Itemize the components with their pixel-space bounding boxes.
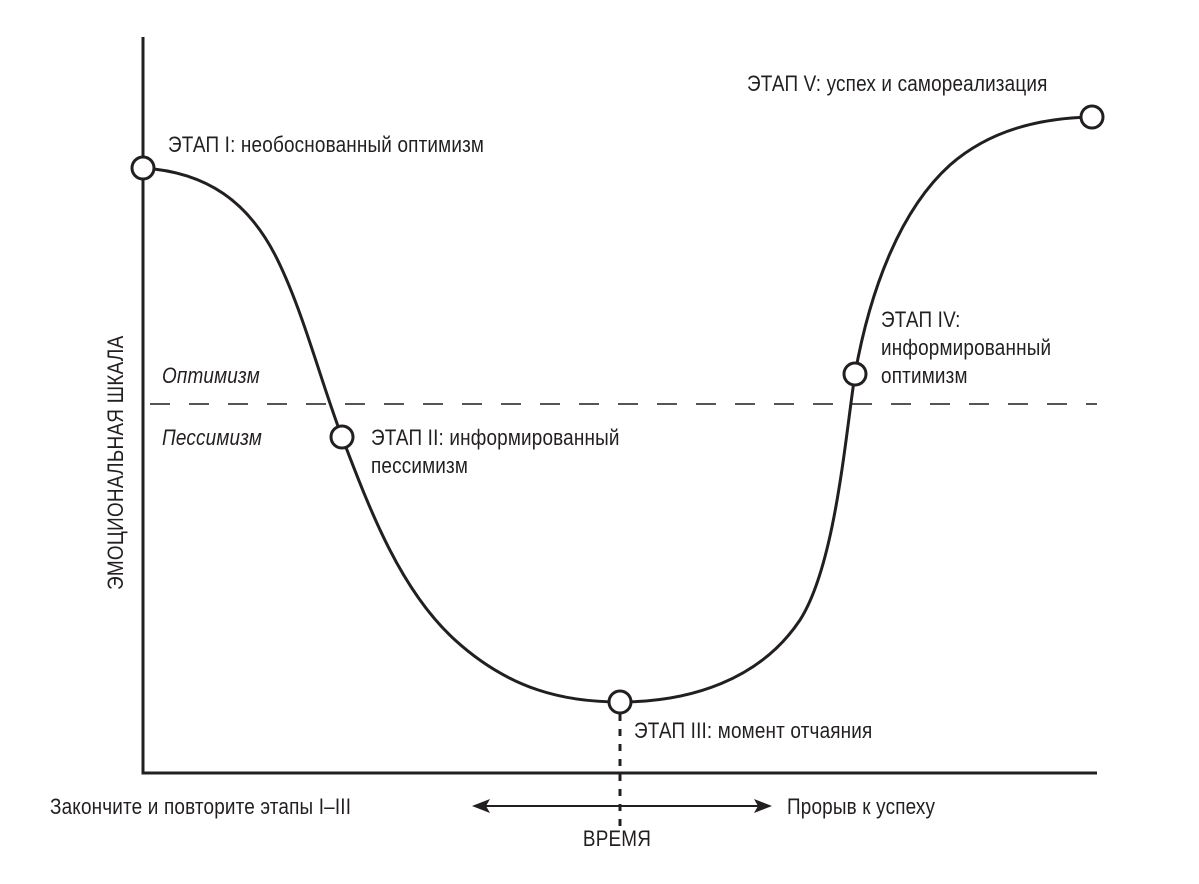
emotion-curve: [142, 115, 1093, 704]
stage-4-node: [842, 361, 868, 387]
arrow-left-icon: [472, 799, 490, 813]
stage-4-label-line2: информированный: [881, 335, 1052, 360]
stage-4-label-line3: оптимизм: [881, 363, 968, 388]
stage-5-label: ЭТАП V: успех и самореализация: [747, 71, 1048, 96]
arrow-right-icon: [754, 799, 772, 813]
stage-4-label-line1: ЭТАП IV:: [881, 307, 961, 332]
stage-2-node: [329, 424, 355, 450]
x-axis-label: ВРЕМЯ: [582, 826, 652, 851]
stage-2-label-line2: пессимизм: [371, 453, 469, 478]
optimism-zone-label: Оптимизм: [162, 363, 260, 388]
stage-1-node: [130, 155, 156, 181]
pessimism-zone-label: Пессимизм: [162, 425, 263, 450]
stage-3-node: [607, 689, 633, 715]
time-right-label: Прорыв к успеху: [787, 794, 936, 819]
stage-2-label-line1: ЭТАП II: информированный: [371, 425, 620, 450]
time-left-label: Закончите и повторите этапы I–III: [50, 794, 352, 819]
stage-1-label: ЭТАП I: необоснованный оптимизм: [168, 132, 485, 157]
stage-3-label: ЭТАП III: момент отчаяния: [634, 718, 873, 743]
stage-5-node: [1079, 104, 1105, 130]
y-axis-label: ЭМОЦИОНАЛЬНАЯ ШКАЛА: [103, 335, 128, 590]
